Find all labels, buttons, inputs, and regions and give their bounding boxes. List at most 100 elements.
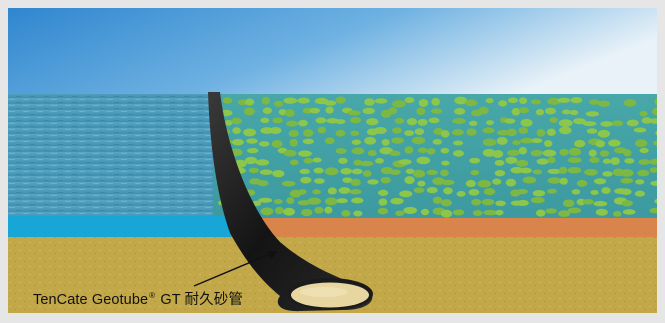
vegetation-blob [301,208,313,217]
vegetation-blob [498,100,508,107]
vegetation-blob [516,199,529,207]
vegetation-blob [633,127,647,133]
vegetation-blob [544,140,553,148]
vegetation-blob [512,140,521,146]
vegetation-blob [443,187,453,195]
vegetation-blob [325,106,334,114]
vegetation-blob [338,187,351,194]
vegetation-blob [353,210,363,217]
vegetation-blob [405,168,415,175]
vegetation-blob [518,146,528,155]
vegetation-blob [595,140,605,148]
vegetation-blob [532,169,543,175]
geotube-label: TenCate Geotube® GT 耐久砂管 [33,288,243,309]
vegetation-blob [622,209,636,215]
vegetation-blob [302,138,314,145]
vegetation-blob [544,107,557,115]
vegetation-blob [378,198,388,206]
vegetation-blob [611,120,624,127]
vegetation-blob [536,158,549,165]
vegetation-blob [610,157,620,165]
vegetation-blob [246,147,259,154]
vegetation-blob [520,118,533,127]
vegetation-blob [495,200,506,207]
vegetation-blob [313,167,324,174]
vegetation-blob [273,100,284,107]
vegetation-blob [559,148,569,156]
vegetation-blob [307,197,322,205]
vegetation-blob [341,210,351,217]
vegetation-blob [593,178,607,185]
vegetation-blob [468,120,478,127]
vegetation-blob [653,140,657,146]
vegetation-blob [542,149,557,157]
vegetation-blob [289,138,298,147]
vegetation-blob [312,157,322,163]
vegetation-blob [483,187,496,196]
vegetation-blob [562,109,571,115]
vegetation-blob [506,128,517,137]
vegetation-blob [637,169,650,177]
vegetation-blob [482,138,497,147]
vegetation-blob [505,156,518,164]
vegetation-blob [567,207,582,214]
vegetation-blob [466,128,477,136]
vegetation-blob [649,158,657,165]
vegetation-blob [420,208,430,216]
vegetation-blob [390,197,404,205]
vegetation-blob [350,116,362,124]
vegetation-blob [431,97,440,106]
vegetation-blob [547,97,561,105]
vegetation-blob [426,148,436,155]
vegetation-blob [485,120,494,126]
vegetation-blob [286,120,299,127]
vegetation-blob [255,159,270,166]
vegetation-blob [518,127,529,135]
vegetation-blob [336,198,348,204]
vegetation-blob [395,210,405,217]
vegetation-blob [394,117,405,124]
vegetation-blob [588,149,597,157]
vegetation-blob [351,168,363,175]
pointer-line [193,253,271,287]
vegetation-blob [469,157,481,164]
vegetation-blob [641,117,653,124]
vegetation-blob [398,159,412,165]
vegetation-blob [426,186,438,194]
vegetation-blob [417,118,428,126]
vegetation-blob [483,209,498,216]
vegetation-blob [482,127,495,134]
vegetation-blob [530,149,543,157]
vegetation-blob [588,99,600,105]
vegetation-blob [414,128,425,135]
vegetation-blob [511,107,521,116]
vegetation-blob [389,169,401,175]
vegetation-blob [350,178,361,187]
vegetation-blob [547,177,562,184]
vegetation-blob [635,179,645,185]
vegetation-blob [589,157,600,163]
vegetation-blob [324,197,338,206]
vegetation-blob [478,106,489,115]
vegetation-blob [492,178,502,185]
vegetation-blob [441,160,450,166]
vegetation-blob [530,99,542,105]
vegetation-blob [481,198,495,206]
vegetation-blob [335,96,346,104]
vegetation-blob [547,168,562,174]
vegetation-blob [272,117,283,124]
vegetation-blob [510,166,524,174]
vegetation-blob [261,96,271,105]
vegetation-blob [504,118,516,124]
vegetation-blob [303,129,314,137]
vegetation-blob [224,119,233,126]
vegetation-blob [283,149,297,157]
vegetation-blob [335,148,347,154]
vegetation-blob [273,199,283,205]
vegetation-blob [248,167,259,174]
vegetation-blob [573,118,586,125]
vegetation-blob [558,119,573,127]
vegetation-blob [650,118,657,124]
vegetation-blob [456,190,466,197]
